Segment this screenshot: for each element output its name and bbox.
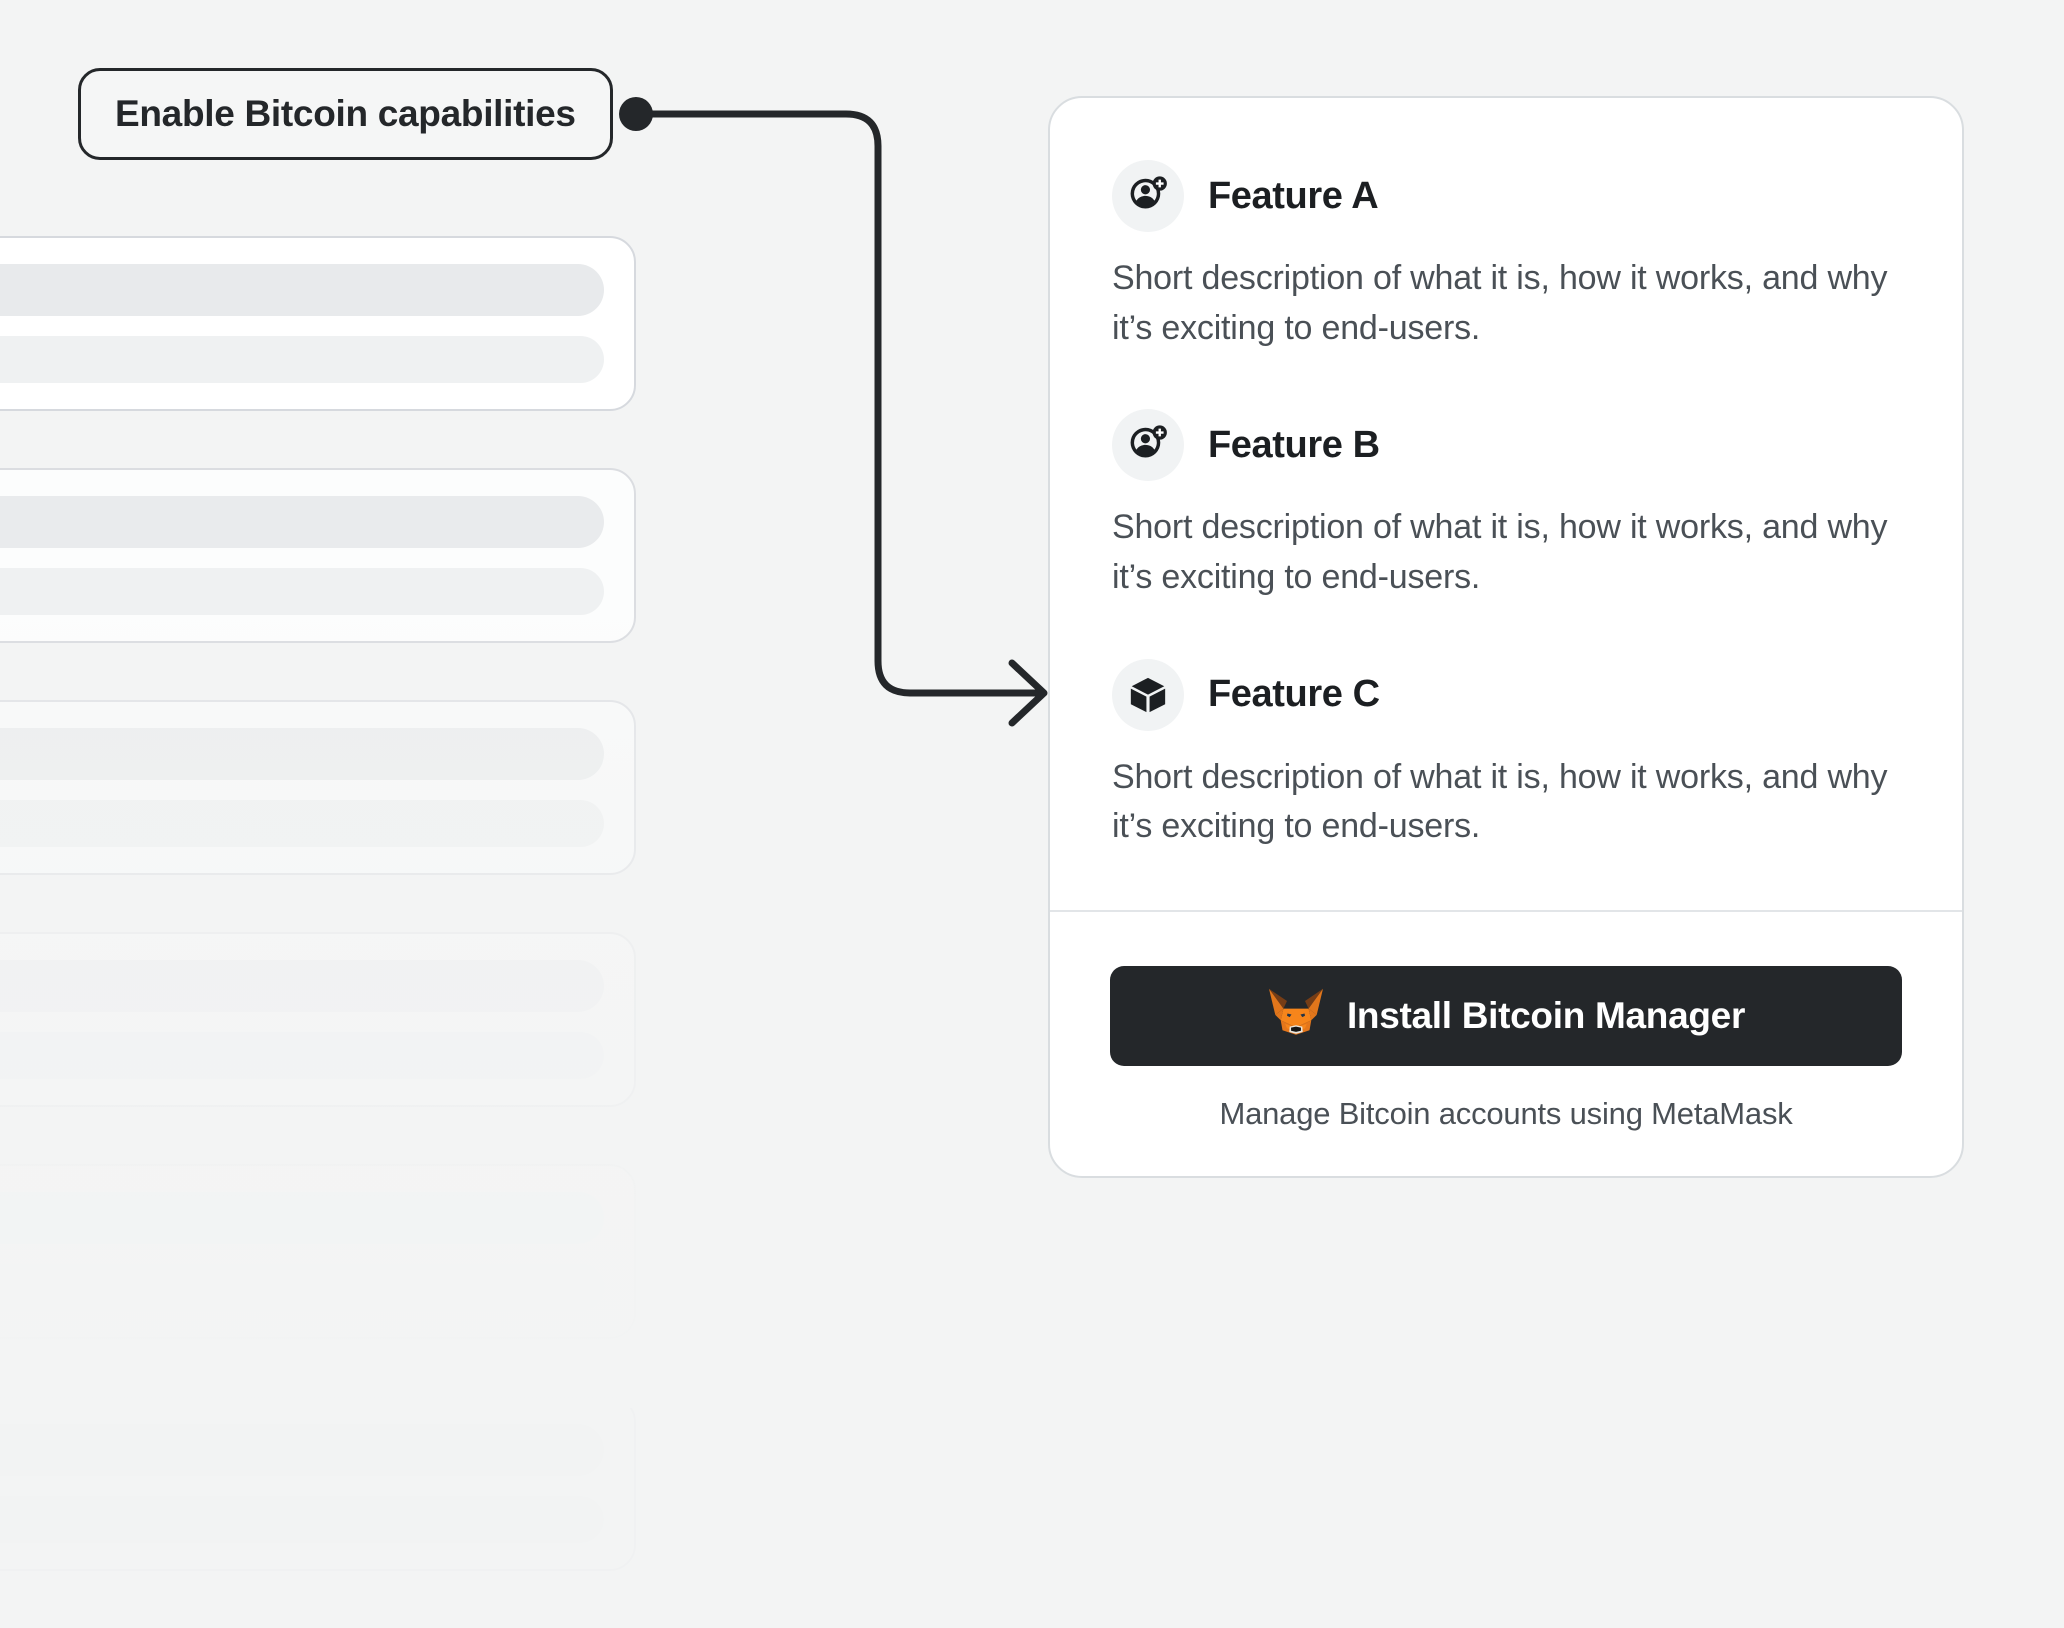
install-caption: Manage Bitcoin accounts using MetaMask [1219, 1095, 1793, 1131]
install-section: Install Bitcoin Manager Manage Bitcoin a… [1050, 912, 1962, 1176]
feature-item-c: Feature C Short description of what it i… [1112, 658, 1900, 852]
callout-label-pill: Enable Bitcoin capabilities [78, 68, 613, 160]
feature-header: Feature C [1112, 658, 1900, 731]
callout-label-text: Enable Bitcoin capabilities [115, 93, 576, 134]
account-add-icon [1112, 409, 1184, 482]
skeleton-card [0, 1396, 636, 1571]
skeleton-bar-primary [0, 1424, 604, 1477]
skeleton-card [0, 700, 636, 875]
skeleton-bar-secondary [0, 1264, 604, 1311]
connector-path [632, 110, 1044, 697]
connector-dot-icon [619, 97, 653, 131]
feature-title: Feature A [1208, 174, 1379, 217]
skeleton-bar-secondary [0, 336, 604, 383]
feature-description: Short description of what it is, how it … [1112, 259, 1888, 347]
skeleton-bar-primary [0, 728, 604, 781]
skeleton-bar-primary [0, 960, 604, 1013]
skeleton-bar-primary [0, 496, 604, 549]
arrow-right-icon [1008, 659, 1048, 727]
skeleton-bar-secondary [0, 1496, 604, 1543]
skeleton-bar-secondary [0, 800, 604, 847]
feature-item-a: Feature A Short description of what it i… [1112, 160, 1900, 353]
features-section: Feature A Short description of what it i… [1050, 98, 1962, 910]
bitcoin-capabilities-card: Feature A Short description of what it i… [1048, 96, 1964, 1178]
skeleton-bar-primary [0, 1192, 604, 1245]
account-add-icon [1112, 160, 1184, 232]
install-button-label: Install Bitcoin Manager [1346, 994, 1746, 1036]
feature-description: Short description of what it is, how it … [1112, 508, 1888, 596]
install-bitcoin-manager-button[interactable]: Install Bitcoin Manager [1110, 965, 1902, 1066]
skeleton-bar-secondary [0, 1032, 604, 1079]
feature-description: Short description of what it is, how it … [1112, 757, 1888, 846]
skeleton-card [0, 1164, 636, 1339]
feature-title: Feature C [1208, 673, 1380, 715]
card-divider [1050, 909, 1962, 912]
feature-header: Feature A [1112, 160, 1900, 232]
feature-header: Feature B [1112, 409, 1900, 482]
metamask-fox-icon [1267, 987, 1325, 1044]
background-skeleton-list [0, 236, 636, 1628]
skeleton-card [0, 932, 636, 1107]
feature-title: Feature B [1208, 423, 1380, 466]
cube-icon [1112, 658, 1184, 731]
skeleton-bar-primary [0, 264, 604, 317]
feature-item-b: Feature B Short description of what it i… [1112, 409, 1900, 602]
skeleton-card [0, 468, 636, 643]
skeleton-bar-secondary [0, 568, 604, 615]
skeleton-card [0, 236, 636, 411]
